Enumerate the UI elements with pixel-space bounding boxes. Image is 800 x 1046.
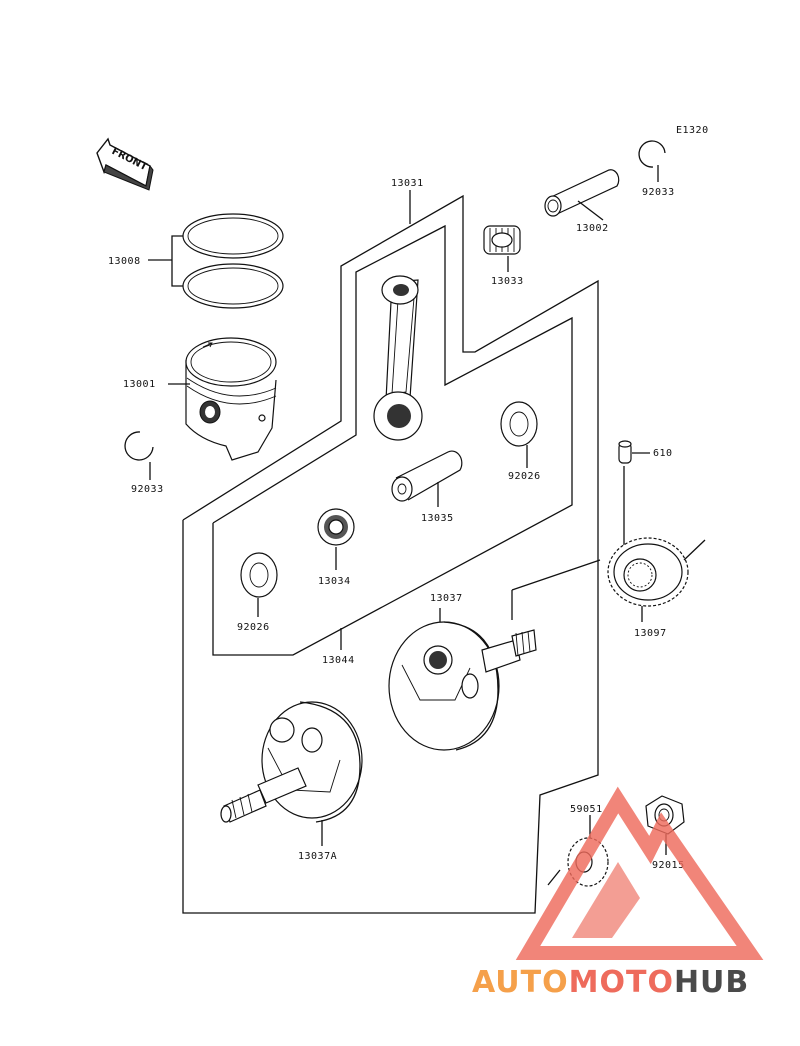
clip-right (638, 140, 666, 168)
thrust-washer-upper (500, 401, 538, 447)
small-end-bearing (483, 225, 521, 255)
watermark-text: AUTOMOTOHUB (472, 965, 749, 1000)
label-610: 610 (653, 448, 673, 459)
label-59051: 59051 (570, 804, 603, 815)
label-92015: 92015 (652, 860, 685, 871)
label-13034: 13034 (318, 576, 351, 587)
label-13002: 13002 (576, 223, 609, 234)
watermark-moto: MOTO (569, 965, 674, 1000)
label-13008: 13008 (108, 256, 141, 267)
front-arrow-icon: FRONT (96, 137, 154, 191)
piston-pin (544, 169, 620, 217)
reference-code: E1320 (676, 125, 709, 136)
label-13044: 13044 (322, 655, 355, 666)
label-13035: 13035 (421, 513, 454, 524)
label-92026-lower: 92026 (237, 622, 270, 633)
label-13031: 13031 (391, 178, 424, 189)
piston (185, 337, 277, 461)
thrust-washer-lower (240, 552, 278, 598)
connecting-rod (373, 275, 423, 441)
label-13001: 13001 (123, 379, 156, 390)
label-13033: 13033 (491, 276, 524, 287)
label-13037A: 13037A (298, 851, 337, 862)
key (618, 440, 632, 464)
piston-rings (182, 213, 284, 309)
label-92033-right: 92033 (642, 187, 675, 198)
clip-left (124, 431, 154, 461)
crank-pin (391, 450, 463, 502)
crankshaft-right (388, 621, 537, 751)
big-end-bearing (317, 508, 355, 546)
assembly-bracket-outer (182, 194, 599, 914)
watermark-auto: AUTO (472, 965, 569, 1000)
primary-gear (607, 537, 706, 607)
watermark-logo (515, 786, 764, 960)
watermark-hub: HUB (674, 965, 749, 1000)
label-92026-upper: 92026 (508, 471, 541, 482)
crankshaft-left (220, 701, 363, 823)
label-92033-left: 92033 (131, 484, 164, 495)
label-13097: 13097 (634, 628, 667, 639)
label-13037: 13037 (430, 593, 463, 604)
assembly-bracket-inner (212, 224, 573, 656)
